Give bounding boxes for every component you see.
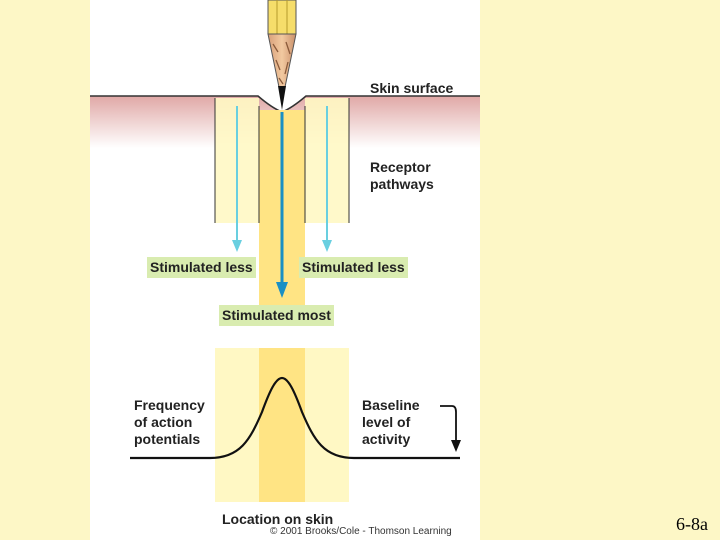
graph-panel-left xyxy=(215,348,259,502)
pencil-icon xyxy=(268,0,296,110)
copyright-text: © 2001 Brooks/Cole - Thomson Learning xyxy=(270,526,452,537)
receptor-pathways-label: Receptor pathways xyxy=(370,159,434,193)
graph-panel-right xyxy=(305,348,349,502)
receptor-figure: Skin surface Receptor pathways Stimulate… xyxy=(90,0,480,540)
graph-panel-center xyxy=(259,348,305,502)
stimulated-less-left-label: Stimulated less xyxy=(147,257,256,278)
skin-surface-label: Skin surface xyxy=(370,80,453,97)
stimulated-less-right-label: Stimulated less xyxy=(299,257,408,278)
baseline-arrow xyxy=(440,406,456,444)
baseline-label: Baseline level of activity xyxy=(362,397,420,448)
frequency-label: Frequency of action potentials xyxy=(134,397,205,448)
arrow-left-head xyxy=(232,240,242,252)
stimulated-most-label: Stimulated most xyxy=(219,305,334,326)
slide-number: 6-8a xyxy=(676,514,708,535)
arrow-right-head xyxy=(322,240,332,252)
baseline-arrow-head xyxy=(451,440,461,452)
